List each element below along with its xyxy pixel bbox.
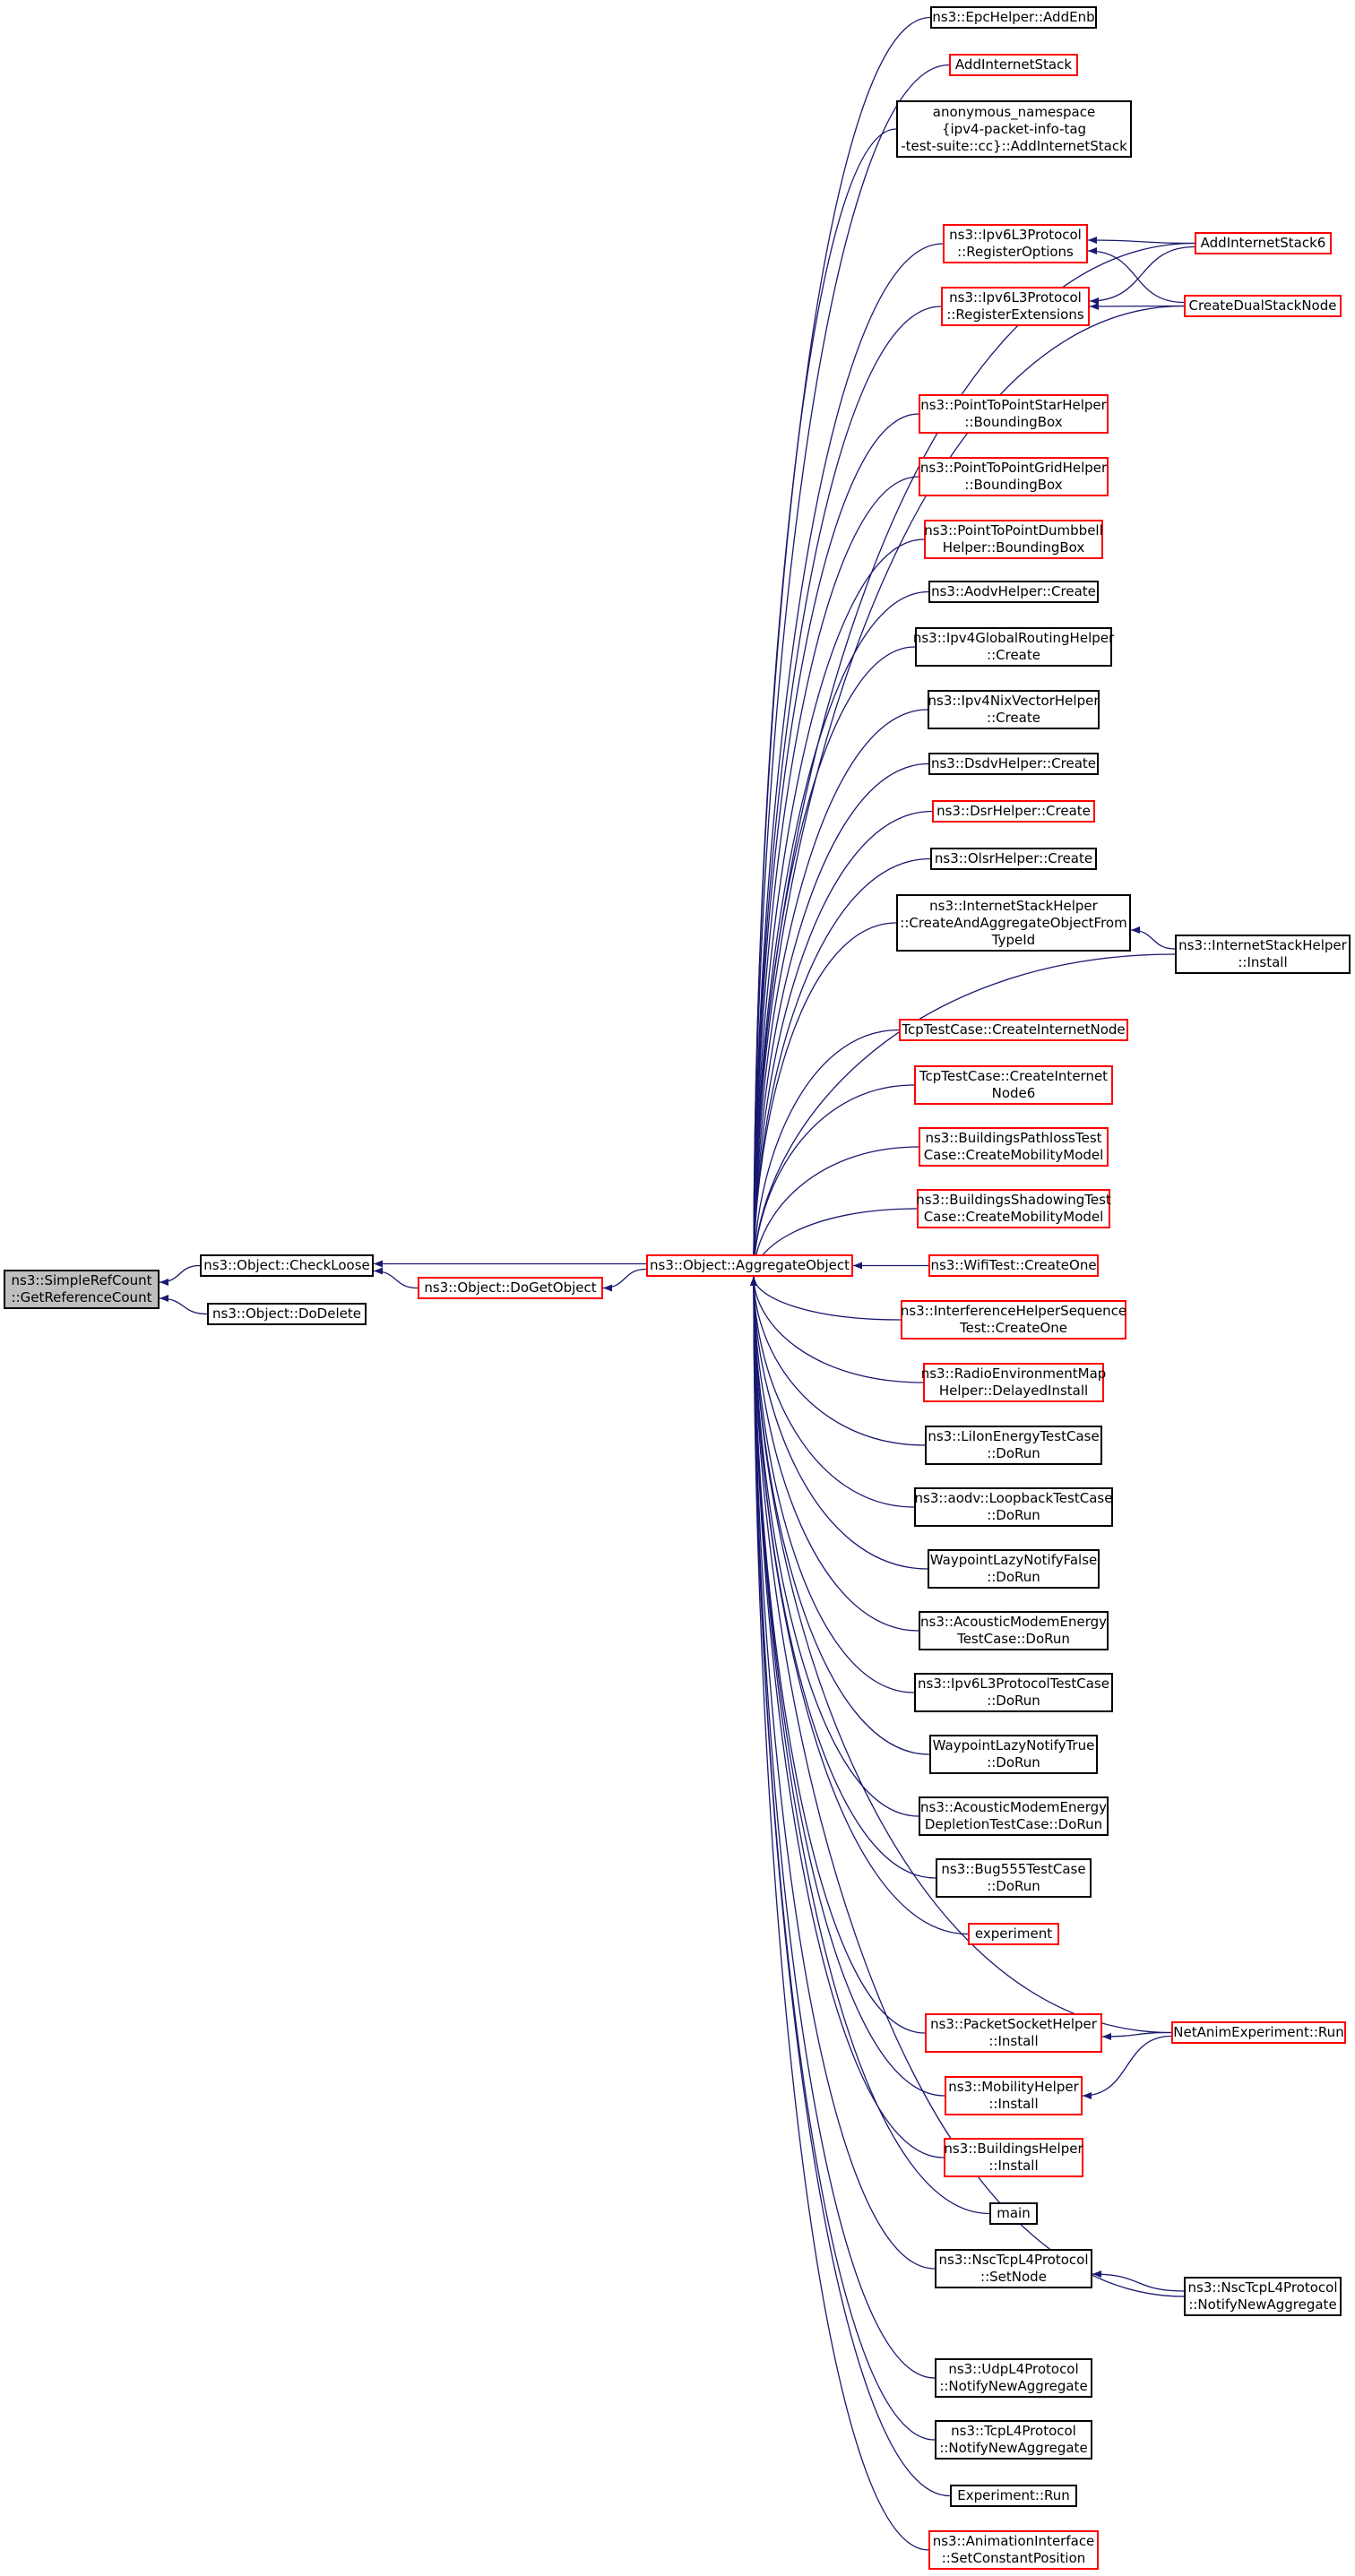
edge-45: [750, 242, 1195, 1278]
edge-12: [750, 476, 919, 1278]
edge-39: [750, 1276, 990, 2215]
edge-43: [750, 1276, 951, 2497]
node-nsctcpl4protocol-setnode[interactable]: ns3::NscTcpL4Protocol ::SetNode: [935, 2249, 1092, 2288]
node-acousticmodemenergydepletion-dorun[interactable]: ns3::AcousticModemEnergy DepletionTestCa…: [919, 1796, 1109, 1836]
edge-26: [750, 1276, 924, 1383]
edge-55: [1130, 926, 1176, 950]
edge-17: [750, 762, 929, 1278]
node-object-aggregateobject[interactable]: ns3::Object::AggregateObject: [646, 1254, 853, 1277]
edge-41: [750, 1276, 936, 2379]
edge-54: [1089, 302, 1185, 310]
edge-46: [750, 305, 1185, 1278]
node-animationinterface-setconstantposition[interactable]: ns3::AnimationInterface ::SetConstantPos…: [928, 2530, 1099, 2570]
node-object-dodelete[interactable]: ns3::Object::DoDelete: [207, 1303, 367, 1325]
node-tcptestcase-createinternetnode6[interactable]: TcpTestCase::CreateInternet Node6: [914, 1065, 1113, 1105]
edge-21: [750, 1029, 900, 1278]
edge-11: [750, 413, 919, 1278]
node-ipv6l3-registerextensions[interactable]: ns3::Ipv6L3Protocol ::RegisterExtensions: [941, 287, 1090, 326]
edge-51: [1087, 237, 1195, 245]
node-wifitest-createone[interactable]: ns3::WifiTest::CreateOne: [928, 1254, 1099, 1277]
edge-35: [750, 1276, 969, 1935]
edge-53: [1087, 247, 1185, 304]
edge-20: [750, 922, 897, 1278]
edge-18: [750, 810, 933, 1278]
edge-1: [159, 1264, 201, 1286]
node-internetstackhelper-install[interactable]: ns3::InternetStackHelper ::Install: [1175, 935, 1351, 974]
node-experiment-run[interactable]: Experiment::Run: [950, 2485, 1077, 2507]
edge-29: [750, 1276, 928, 1570]
edge-31: [750, 1276, 915, 1693]
edge-44: [750, 1276, 929, 2551]
node-netanimexperiment-run[interactable]: NetAnimExperiment::Run: [1171, 2021, 1346, 2044]
edge-13: [750, 538, 925, 1278]
node-p2pstar-boundingbox[interactable]: ns3::PointToPointStarHelper ::BoundingBo…: [919, 394, 1109, 434]
node-buildingshelper-install[interactable]: ns3::BuildingsHelper ::Install: [944, 2138, 1083, 2177]
node-liionenergytestcase-dorun[interactable]: ns3::LiIonEnergyTestCase ::DoRun: [925, 1426, 1102, 1465]
node-p2pdumbbell-boundingbox[interactable]: ns3::PointToPointDumbbell Helper::Boundi…: [924, 520, 1103, 559]
edge-52: [1089, 246, 1195, 305]
node-waypointlazynotifytrue-dorun[interactable]: WaypointLazyNotifyTrue ::DoRun: [929, 1735, 1098, 1774]
edge-47: [750, 953, 1176, 1278]
node-ipv4globalrouting-create[interactable]: ns3::Ipv4GlobalRoutingHelper ::Create: [913, 627, 1114, 667]
edge-7: [750, 64, 950, 1278]
node-object-checkloose[interactable]: ns3::Object::CheckLoose: [200, 1254, 374, 1277]
node-ipv6l3-registeroptions[interactable]: ns3::Ipv6L3Protocol ::RegisterOptions: [943, 224, 1088, 263]
node-aodv-loopbacktestcase-dorun[interactable]: ns3::aodv::LoopbackTestCase ::DoRun: [914, 1487, 1113, 1527]
edge-6: [750, 16, 931, 1278]
edge-8: [750, 128, 897, 1278]
node-ipv4nixvector-create[interactable]: ns3::Ipv4NixVectorHelper ::Create: [928, 690, 1100, 729]
node-aodvhelper-create[interactable]: ns3::AodvHelper::Create: [928, 581, 1099, 603]
node-ipv6l3protocoltestcase-dorun[interactable]: ns3::Ipv6L3ProtocolTestCase ::DoRun: [914, 1673, 1113, 1712]
node-nsctcpl4protocol-notifynewaggregate[interactable]: ns3::NscTcpL4Protocol ::NotifyNewAggrega…: [1184, 2277, 1342, 2316]
node-createdualstacknode[interactable]: CreateDualStackNode: [1184, 295, 1342, 317]
edge-28: [750, 1276, 915, 1508]
node-dsdvhelper-create[interactable]: ns3::DsdvHelper::Create: [928, 753, 1099, 775]
node-buildingsshadowing-createmobilitymodel[interactable]: ns3::BuildingsShadowingTest Case::Create…: [916, 1189, 1111, 1228]
node-radioenvironmentmap-delayedinstall[interactable]: ns3::RadioEnvironmentMap Helper::Delayed…: [921, 1363, 1106, 1402]
node-dsrhelper-create[interactable]: ns3::DsrHelper::Create: [932, 800, 1095, 823]
edge-33: [750, 1276, 919, 1817]
node-addinternetstack[interactable]: AddInternetStack: [949, 54, 1078, 76]
edge-25: [750, 1276, 902, 1321]
edge-36: [750, 1276, 926, 2034]
edge-32: [750, 1276, 930, 1755]
node-p2pgrid-boundingbox[interactable]: ns3::PointToPointGridHelper ::BoundingBo…: [919, 457, 1109, 496]
node-tcptestcase-createinternetnode[interactable]: TcpTestCase::CreateInternetNode: [899, 1019, 1128, 1041]
edge-16: [750, 709, 928, 1278]
edge-23: [750, 1146, 919, 1278]
node-anonymous-addinternetstack[interactable]: anonymous_namespace {ipv4-packet-info-ta…: [896, 100, 1132, 158]
edge-5: [602, 1268, 647, 1292]
node-createandaggregateobjectfromtypeid[interactable]: ns3::InternetStackHelper ::CreateAndAggr…: [896, 894, 1131, 952]
edge-56: [1101, 2031, 1172, 2040]
node-udpl4protocol-notifynewaggregate[interactable]: ns3::UdpL4Protocol ::NotifyNewAggregate: [935, 2358, 1092, 2398]
node-packetsockethelper-install[interactable]: ns3::PacketSocketHelper ::Install: [925, 2013, 1102, 2053]
edge-27: [750, 1276, 926, 1446]
node-epchelper-addenb[interactable]: ns3::EpcHelper::AddEnb: [930, 6, 1097, 29]
edge-30: [750, 1276, 919, 1632]
edge-58: [1092, 2270, 1185, 2292]
node-olsrhelper-create[interactable]: ns3::OlsrHelper::Create: [930, 848, 1097, 870]
edge-9: [750, 243, 944, 1278]
node-object-dogetobject[interactable]: ns3::Object::DoGetObject: [418, 1277, 603, 1299]
node-simplerefcount-getreferencecount: ns3::SimpleRefCount ::GetReferenceCount: [4, 1270, 160, 1309]
edge-22: [750, 1084, 915, 1278]
node-acousticmodemenergy-dorun[interactable]: ns3::AcousticModemEnergy TestCase::DoRun: [919, 1611, 1109, 1650]
node-mobilityhelper-install[interactable]: ns3::MobilityHelper ::Install: [945, 2076, 1083, 2115]
node-buildingspathloss-createmobilitymodel[interactable]: ns3::BuildingsPathlossTest Case::CreateM…: [919, 1127, 1109, 1167]
edge-48: [750, 1276, 1172, 2034]
edge-2: [159, 1295, 208, 1315]
node-waypointlazynotifyfalse-dorun[interactable]: WaypointLazyNotifyFalse ::DoRun: [928, 1549, 1100, 1589]
node-bug555testcase-dorun[interactable]: ns3::Bug555TestCase ::DoRun: [936, 1858, 1092, 1898]
node-addinternetstack6[interactable]: AddInternetStack6: [1195, 232, 1332, 254]
edge-57: [1082, 2035, 1172, 2099]
node-main[interactable]: main: [989, 2202, 1038, 2225]
edge-40: [750, 1276, 936, 2270]
node-interferencehelpersequence-createone[interactable]: ns3::InterferenceHelperSequence Test::Cr…: [901, 1300, 1126, 1340]
node-experiment[interactable]: experiment: [968, 1923, 1059, 1945]
edge-4: [373, 1267, 419, 1289]
node-tcpl4protocol-notifynewaggregate[interactable]: ns3::TcpL4Protocol ::NotifyNewAggregate: [935, 2420, 1092, 2460]
